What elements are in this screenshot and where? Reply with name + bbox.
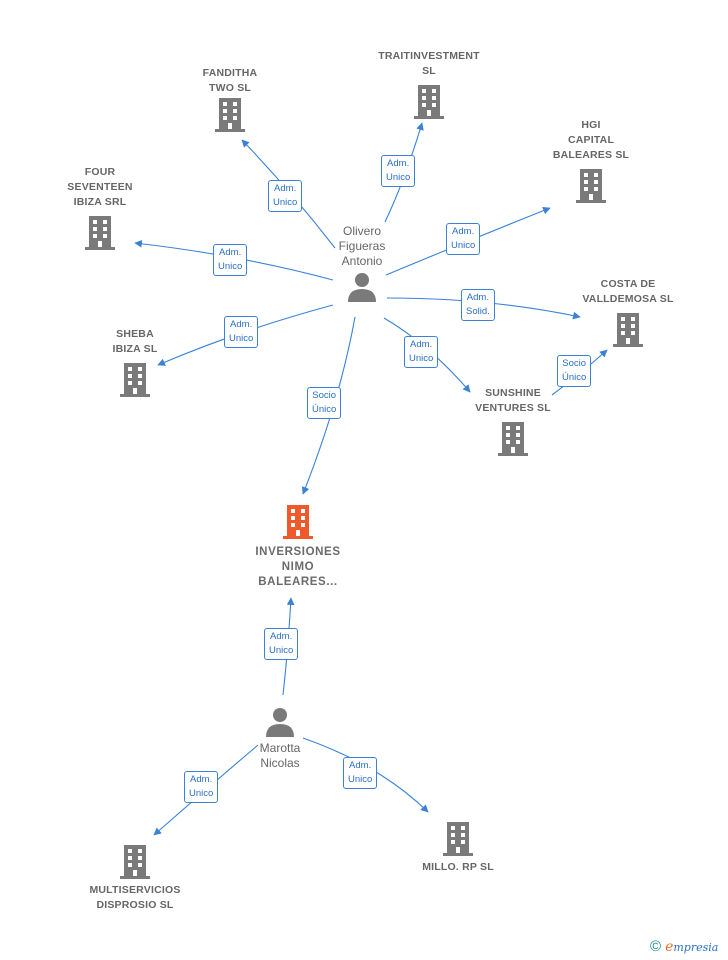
company-traitinvestment[interactable]: TRAITINVESTMENT SL — [364, 49, 494, 119]
company-label: HGI CAPITAL BALEARES SL — [552, 119, 630, 161]
person-icon — [266, 708, 294, 737]
company-hgi[interactable]: HGI CAPITAL BALEARES SL — [541, 118, 641, 203]
building-icon — [215, 98, 245, 132]
building-icon — [120, 845, 150, 879]
edge-label-four[interactable]: Adm. Unico — [213, 244, 248, 276]
person-marotta[interactable]: Marotta Nicolas — [240, 707, 320, 771]
company-millo[interactable]: MILLO. RP SL — [408, 820, 508, 875]
person-icon — [348, 273, 376, 302]
company-inversiones-nimo[interactable]: INVERSIONES NIMO BALEARES... — [238, 503, 358, 590]
company-sheba[interactable]: SHEBA IBIZA SL — [95, 327, 175, 397]
logo-text: mpresia — [673, 941, 719, 954]
edge-label-fanditha[interactable]: Adm. Unico — [268, 180, 303, 212]
edge-label-traitinvestment[interactable]: Adm. Unico — [381, 155, 416, 187]
building-icon — [443, 822, 473, 856]
edge-label-sheba[interactable]: Adm. Unico — [224, 316, 259, 348]
building-icon — [613, 313, 643, 347]
edge-label-inversiones[interactable]: Socio Único — [307, 387, 342, 419]
company-four-seventeen[interactable]: FOUR SEVENTEEN IBIZA SRL — [55, 165, 145, 250]
building-icon — [414, 85, 444, 119]
edge-label-sunshine-costa[interactable]: Socio Único — [557, 355, 592, 387]
edge-label-sunshine[interactable]: Adm. Unico — [404, 336, 439, 368]
company-label: INVERSIONES NIMO BALEARES... — [255, 546, 341, 588]
building-icon — [576, 169, 606, 203]
company-label: SUNSHINE VENTURES SL — [475, 387, 551, 414]
person-label: Olivero Figueras Antonio — [338, 224, 386, 268]
edge-label-millo[interactable]: Adm. Unico — [343, 757, 378, 789]
company-label: MULTISERVICIOS DISPROSIO SL — [89, 884, 181, 911]
edge-label-hgi[interactable]: Adm. Unico — [446, 223, 481, 255]
edge-label-costa[interactable]: Adm. Solid. — [461, 289, 495, 321]
person-olivero[interactable]: Olivero Figueras Antonio — [322, 224, 402, 302]
company-label: COSTA DE VALLDEMOSA SL — [582, 278, 674, 305]
building-icon — [85, 216, 115, 250]
company-multiservicios[interactable]: MULTISERVICIOS DISPROSIO SL — [75, 843, 195, 913]
company-fanditha[interactable]: FANDITHA TWO SL — [185, 66, 275, 132]
edge-label-multiservicios[interactable]: Adm. Unico — [184, 771, 219, 803]
company-label: SHEBA IBIZA SL — [112, 328, 158, 355]
copyright-icon: © — [650, 938, 662, 955]
edge-label-marotta-inversiones[interactable]: Adm. Unico — [264, 628, 299, 660]
company-label: FANDITHA TWO SL — [202, 67, 258, 94]
building-icon — [283, 505, 313, 539]
company-costa-valldemosa[interactable]: COSTA DE VALLDEMOSA SL — [568, 277, 688, 347]
logo-e: e — [665, 939, 674, 955]
company-label: TRAITINVESTMENT SL — [378, 50, 480, 77]
company-sunshine[interactable]: SUNSHINE VENTURES SL — [463, 386, 563, 456]
building-icon — [498, 422, 528, 456]
company-label: MILLO. RP SL — [422, 861, 494, 873]
person-label: Marotta Nicolas — [259, 741, 301, 770]
empresia-logo: ©empresia — [650, 938, 718, 955]
building-icon — [120, 363, 150, 397]
company-label: FOUR SEVENTEEN IBIZA SRL — [67, 166, 133, 208]
